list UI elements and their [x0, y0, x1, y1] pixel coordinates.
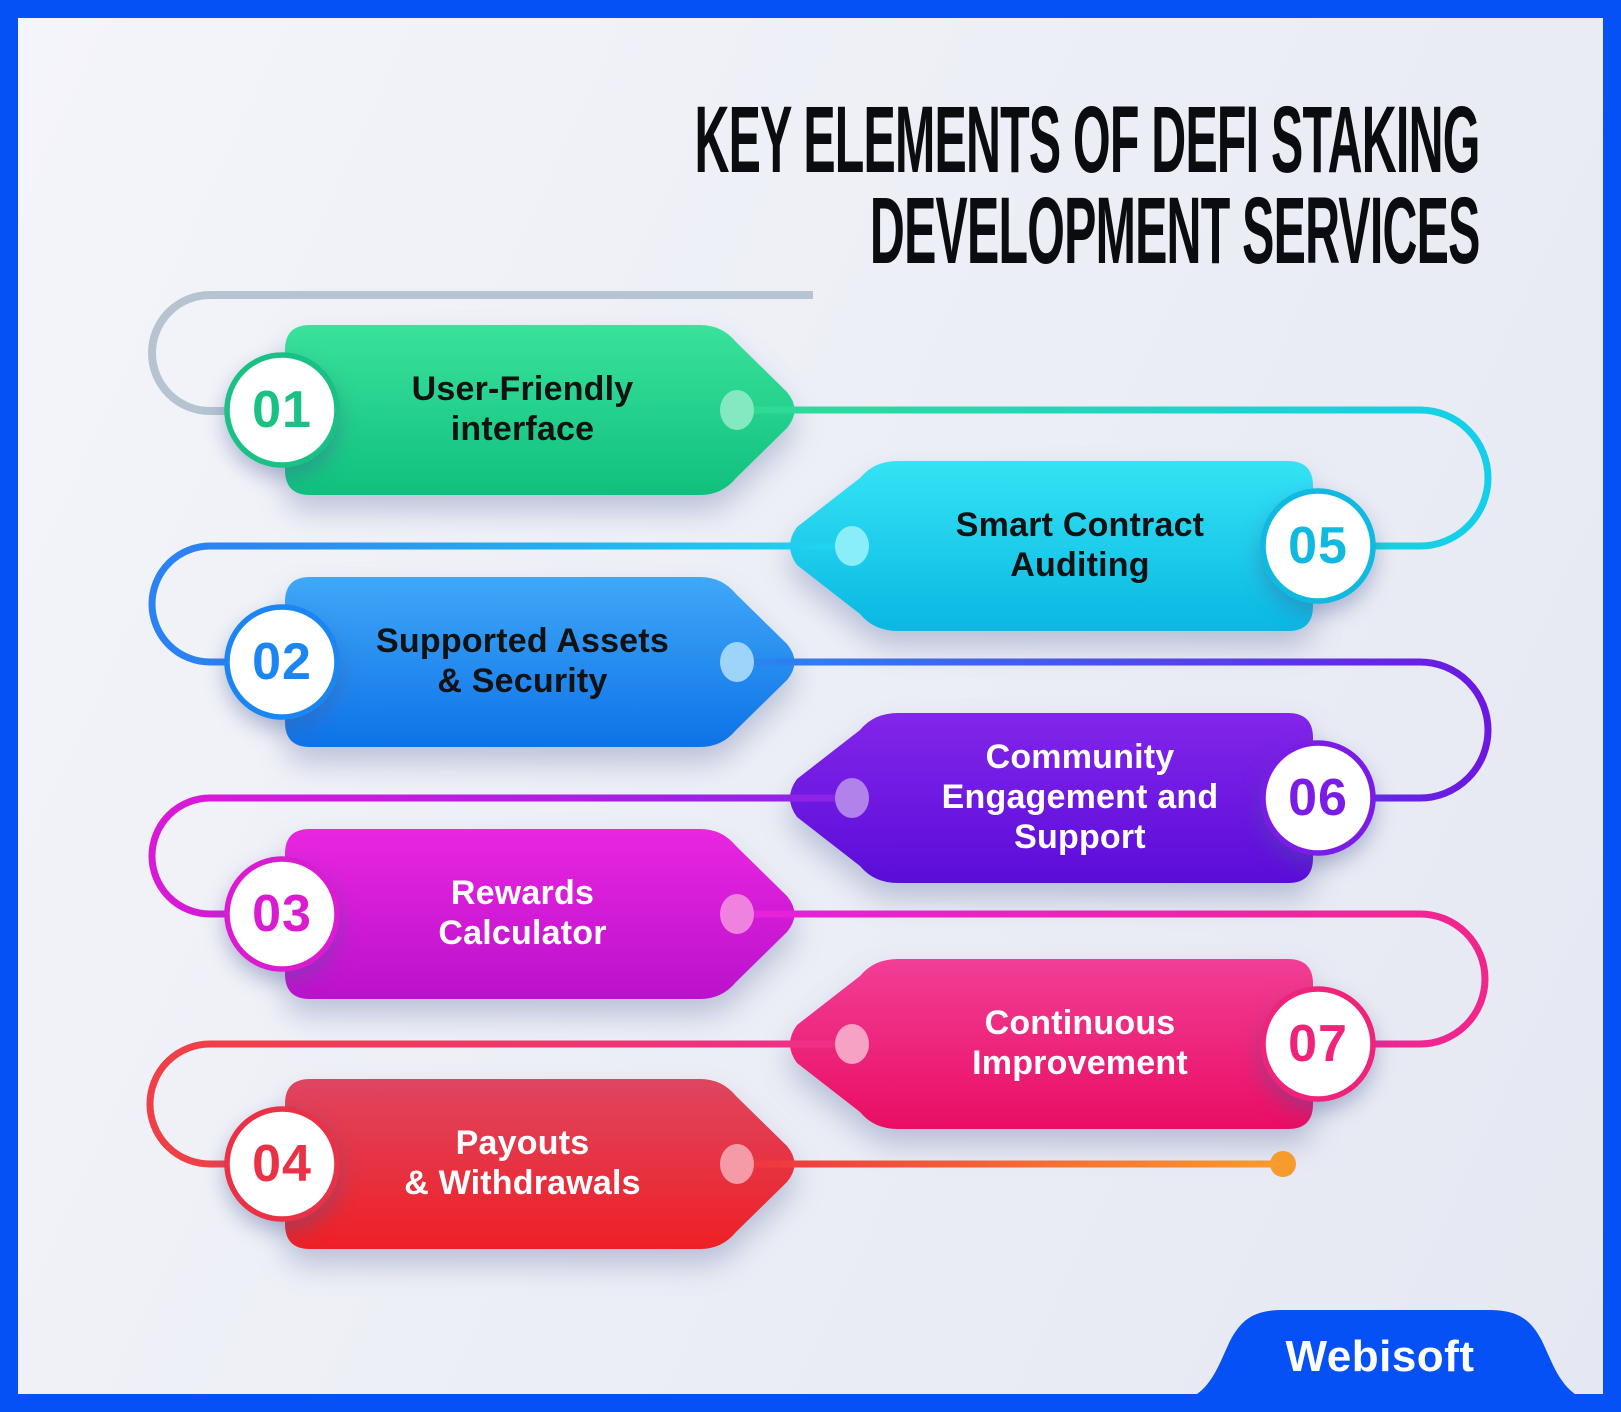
tag-shape-05	[790, 461, 1313, 631]
tag-shape-01	[285, 325, 795, 495]
tag-shape-03	[285, 829, 795, 999]
tag-label-07: Continuous Improvement	[972, 1004, 1188, 1082]
tip-dot-05	[835, 526, 869, 566]
tag-shape-04	[285, 1079, 795, 1249]
tag-shape-02	[285, 577, 795, 747]
connector-03-to-07	[737, 910, 1489, 1048]
tag-shape-07	[790, 959, 1313, 1129]
brand-badge-shape	[1162, 1310, 1610, 1412]
tip-dot-02	[720, 642, 754, 682]
number-circle-05	[1260, 488, 1376, 604]
tag-number-05: 05	[1288, 517, 1348, 575]
tag-shape-06	[790, 713, 1313, 883]
tip-dot-07	[835, 1024, 869, 1064]
connector-start-to-01	[148, 291, 813, 415]
tip-dot-01	[720, 390, 754, 430]
title-line-1: KEY ELEMENTS OF DEFI STAKING	[694, 88, 1481, 194]
tag-number-07: 07	[1288, 1015, 1348, 1073]
tag-label-05: Smart Contract Auditing	[955, 506, 1205, 584]
connector-05-to-02	[148, 542, 852, 666]
tip-dot-03	[720, 894, 754, 934]
tag-label-02: Supported Assets & Security	[376, 622, 669, 700]
tag-label-01: User-Friendly interface	[411, 370, 634, 448]
tip-dot-04	[720, 1144, 754, 1184]
number-circle-03	[224, 856, 340, 972]
number-circle-04	[224, 1106, 340, 1222]
tag-number-03: 03	[252, 885, 312, 943]
tag-label-04: Payouts & Withdrawals	[404, 1124, 641, 1202]
tag-number-01: 01	[252, 381, 312, 439]
number-circle-01	[224, 352, 340, 468]
connector-07-to-04	[146, 1040, 852, 1168]
tag-number-06: 06	[1288, 769, 1348, 827]
number-circle-07	[1260, 986, 1376, 1102]
tag-label-03: Rewards Calculator	[438, 874, 607, 952]
page-title: KEY ELEMENTS OF DEFI STAKING DEVELOPMENT…	[694, 88, 1481, 284]
tag-label-06: Community Engagement and Support	[941, 738, 1219, 856]
tip-dot-06	[835, 778, 869, 818]
number-circle-06	[1260, 740, 1376, 856]
tag-number-04: 04	[252, 1135, 312, 1193]
tag-number-02: 02	[252, 633, 312, 691]
brand-logo-text: Webisoft	[1285, 1332, 1475, 1381]
connector-06-to-03	[148, 794, 852, 918]
number-circle-02	[224, 604, 340, 720]
connector-02-to-06	[737, 658, 1492, 802]
end-dot	[1270, 1151, 1296, 1177]
title-line-2: DEVELOPMENT SERVICES	[870, 178, 1480, 284]
connector-01-to-05	[737, 406, 1492, 550]
